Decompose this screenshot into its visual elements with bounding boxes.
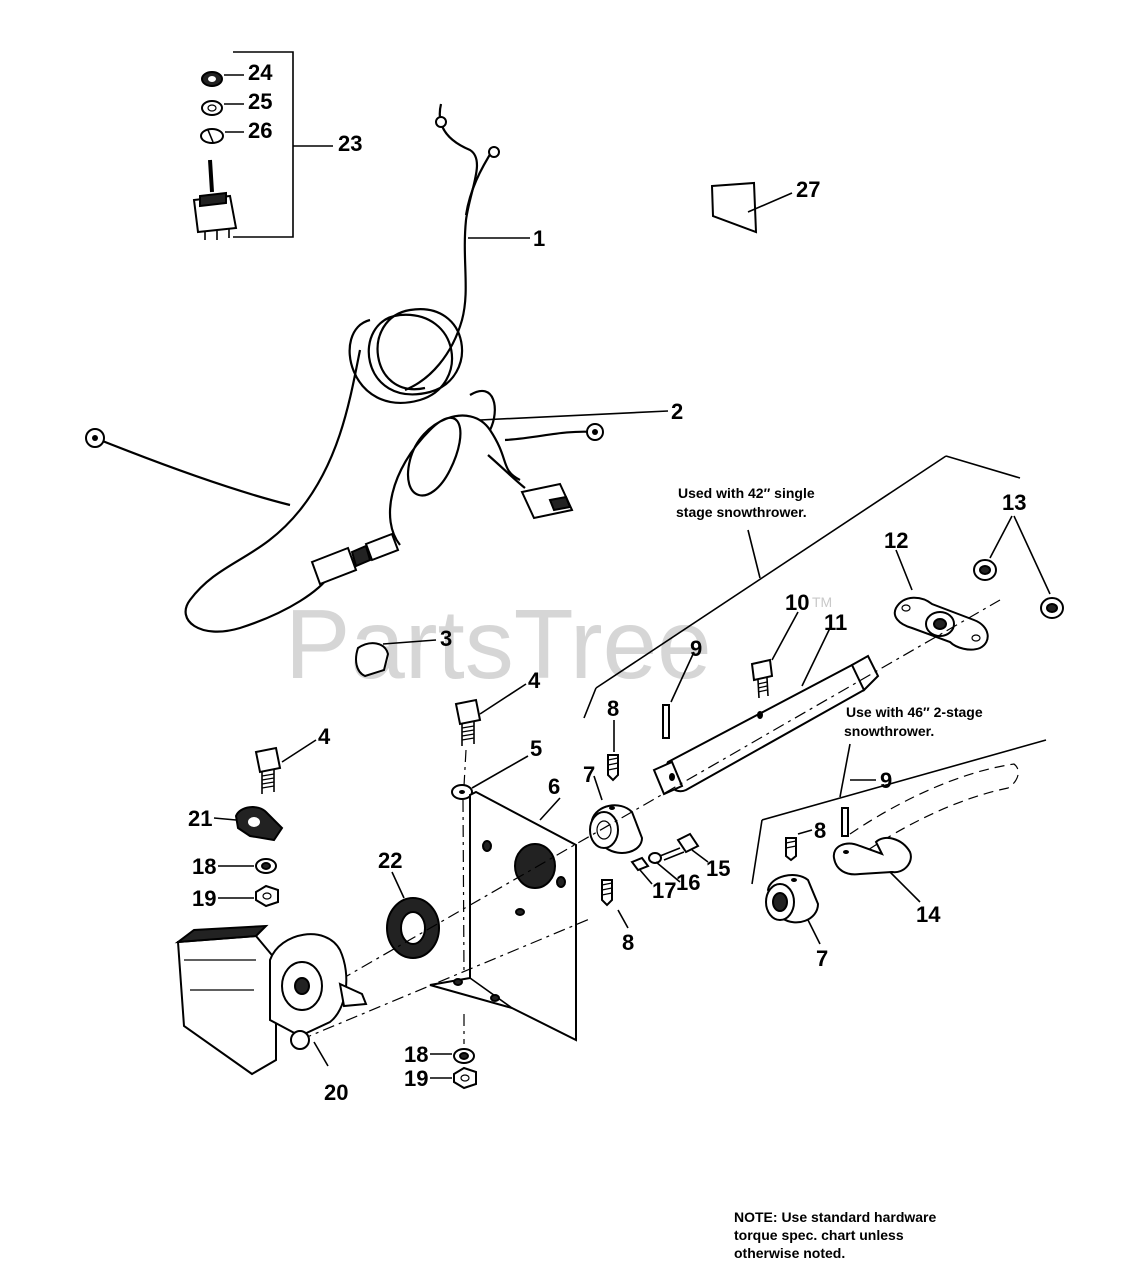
part-16-lockwasher — [648, 852, 681, 883]
callout-7-center: 7 — [583, 762, 595, 787]
part-12-bearing-flange — [893, 549, 989, 651]
callout-1: 1 — [533, 226, 545, 251]
watermark-brand: PartsTree — [285, 589, 712, 699]
callout-4-left: 4 — [318, 724, 331, 749]
part-27-decal — [710, 181, 793, 234]
annotation-single-stage-line1: Used with 42″ single — [678, 485, 815, 501]
part-17-nut — [630, 856, 653, 885]
part-13-bushing-b — [1040, 597, 1064, 619]
callout-19-left: 19 — [192, 886, 216, 911]
part-9-pin-lower — [841, 779, 876, 837]
part-24-nut — [201, 71, 244, 87]
part-8-setscrew-right — [785, 829, 813, 862]
callout-19-bottom: 19 — [404, 1066, 428, 1091]
callout-18-left: 18 — [192, 854, 216, 879]
annotation-single-stage-line2: stage snowthrower. — [676, 504, 807, 520]
part-1-wiring-harness — [85, 103, 530, 633]
part-9-pin-upper — [662, 651, 695, 739]
part-5-washer — [451, 749, 529, 976]
note-line3: otherwise noted. — [734, 1245, 845, 1261]
axis-line-main — [339, 599, 1001, 981]
part-15-bolt — [659, 832, 709, 863]
annotation-two-stage-line2: snowthrower. — [844, 723, 934, 739]
part-19-nut-bottom — [430, 1066, 477, 1090]
callout-8-right: 8 — [814, 818, 826, 843]
callout-9-lower: 9 — [880, 768, 892, 793]
part-2-wiring-harness — [388, 389, 669, 546]
callout-3: 3 — [440, 626, 452, 651]
callout-27: 27 — [796, 177, 820, 202]
callout-16: 16 — [676, 870, 700, 895]
axis-line-lower — [299, 917, 593, 1041]
part-18-washer-bottom — [430, 1048, 475, 1064]
callout-9-upper: 9 — [690, 636, 702, 661]
part-8-setscrew-upper — [607, 720, 619, 782]
callout-26: 26 — [248, 118, 272, 143]
part-7-collar-right — [765, 874, 821, 945]
callout-15: 15 — [706, 856, 730, 881]
callout-13: 13 — [1002, 490, 1026, 515]
callout-8-lower: 8 — [622, 930, 634, 955]
toggle-switch — [192, 159, 238, 240]
note-line1: NOTE: Use standard hardware — [734, 1209, 936, 1225]
part-18-washer-left — [218, 858, 277, 874]
part-10-bolt — [750, 611, 799, 699]
part-19-nut-left — [218, 884, 279, 908]
callout-18-bottom: 18 — [404, 1042, 428, 1067]
annotation-two-stage-line1: Use with 46″ 2-stage — [846, 704, 983, 720]
part-6-bracket — [429, 790, 577, 1042]
part-7-collar-center — [589, 775, 644, 854]
callout-14: 14 — [916, 902, 941, 927]
part-13-bushing-a — [973, 559, 997, 581]
callout-12: 12 — [884, 528, 908, 553]
callout-17: 17 — [652, 878, 676, 903]
callout-5: 5 — [530, 736, 542, 761]
part-4-bolt-left — [254, 739, 317, 794]
part-22-bushing — [386, 871, 440, 959]
callout-8-upper: 8 — [607, 696, 619, 721]
part-3-clip — [355, 639, 437, 678]
callout-20: 20 — [324, 1080, 348, 1105]
callout-6: 6 — [548, 774, 560, 799]
part-21-clamp — [213, 806, 284, 842]
note-line2: torque spec. chart unless — [734, 1227, 904, 1243]
leader-13-b — [1013, 515, 1051, 595]
callout-22: 22 — [378, 848, 402, 873]
part-11-shaft — [652, 627, 880, 796]
callout-2: 2 — [671, 399, 683, 424]
callout-25: 25 — [248, 89, 272, 114]
two-stage-group-bracket — [751, 739, 1047, 885]
callout-21: 21 — [188, 806, 212, 831]
callout-24: 24 — [248, 60, 273, 85]
single-stage-group-bracket — [583, 455, 1021, 719]
part-8-setscrew-lower — [601, 879, 629, 929]
switch-kit-bracket — [233, 51, 333, 238]
callout-4-center: 4 — [528, 668, 541, 693]
part-26-lockwasher — [200, 128, 244, 144]
part-14-elbow — [832, 836, 921, 903]
callout-7-right: 7 — [816, 946, 828, 971]
part-4-bolt-center — [454, 683, 527, 746]
watermark-tm: TM — [812, 594, 832, 610]
callout-10: 10 — [785, 590, 809, 615]
callout-23: 23 — [338, 131, 362, 156]
callout-11: 11 — [824, 610, 847, 635]
part-20-motor — [174, 924, 368, 1076]
part-25-washer — [201, 100, 244, 116]
leader-13-a — [989, 515, 1013, 559]
